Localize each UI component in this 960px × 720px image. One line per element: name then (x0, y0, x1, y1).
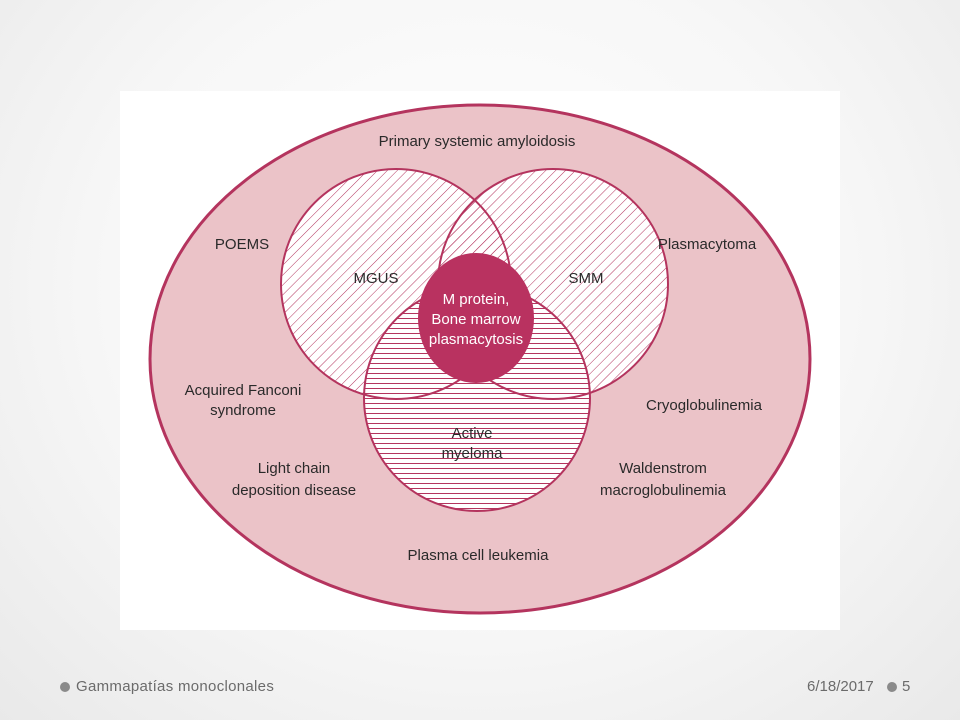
label-primary-systemic-amyloidosis: Primary systemic amyloidosis (379, 133, 576, 150)
footer-page-number: 5 (902, 678, 911, 695)
label-acquired-fanconi-line1: Acquired Fanconi (185, 382, 302, 399)
label-plasma-cell-leukemia: Plasma cell leukemia (408, 547, 550, 564)
label-active-myeloma-line2: myeloma (442, 445, 504, 462)
label-plasmacytoma: Plasmacytoma (658, 236, 757, 253)
label-waldenstrom-line2: macroglobulinemia (600, 482, 727, 499)
footer-date: 6/18/2017 (807, 678, 874, 695)
footer-bullet-icon (60, 682, 70, 692)
footer-bullet-icon (887, 682, 897, 692)
label-waldenstrom-line1: Waldenstrom (619, 460, 707, 477)
venn-diagram-panel: Primary systemic amyloidosis POEMS Plasm… (120, 91, 840, 630)
label-light-chain-line2: deposition disease (232, 482, 356, 499)
label-light-chain-line1: Light chain (258, 460, 331, 477)
label-poems: POEMS (215, 236, 269, 253)
label-smm: SMM (569, 270, 604, 287)
venn-diagram: Primary systemic amyloidosis POEMS Plasm… (148, 103, 812, 615)
label-acquired-fanconi-line2: syndrome (210, 402, 276, 419)
label-cryoglobulinemia: Cryoglobulinemia (646, 397, 763, 414)
footer-title: Gammapatías monoclonales (76, 678, 275, 695)
label-active-myeloma-line1: Active (452, 425, 493, 442)
slide-footer: Gammapatías monoclonales 6/18/2017 5 (0, 676, 960, 700)
center-label-line2: Bone marrow (431, 311, 520, 328)
center-label-line1: M protein, (443, 291, 510, 308)
center-label-line3: plasmacytosis (429, 331, 523, 348)
label-mgus: MGUS (354, 270, 399, 287)
center-core (418, 253, 534, 383)
